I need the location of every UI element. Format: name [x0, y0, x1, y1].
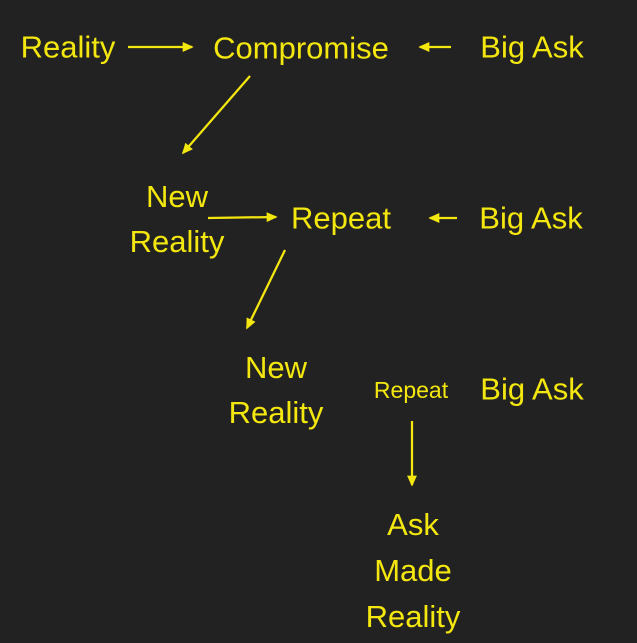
node-big-ask-2: Big Ask: [479, 200, 583, 236]
arrow-repeat-to-new-reality2: [245, 249, 287, 330]
node-big-ask-3: Big Ask: [480, 371, 584, 407]
node-reality: Reality: [20, 29, 116, 65]
node-new-reality-2: New Reality: [228, 350, 324, 430]
node-new-reality-1: New Reality: [129, 179, 225, 259]
node-ask-made-reality: Ask Made Reality: [365, 507, 461, 634]
node-repeat-1: Repeat: [291, 200, 391, 236]
node-big-ask-1: Big Ask: [480, 29, 584, 65]
node-repeat-2: Repeat: [373, 377, 449, 403]
arrow-compromise-to-new-reality: [181, 75, 251, 155]
node-compromise: Compromise: [213, 30, 389, 66]
